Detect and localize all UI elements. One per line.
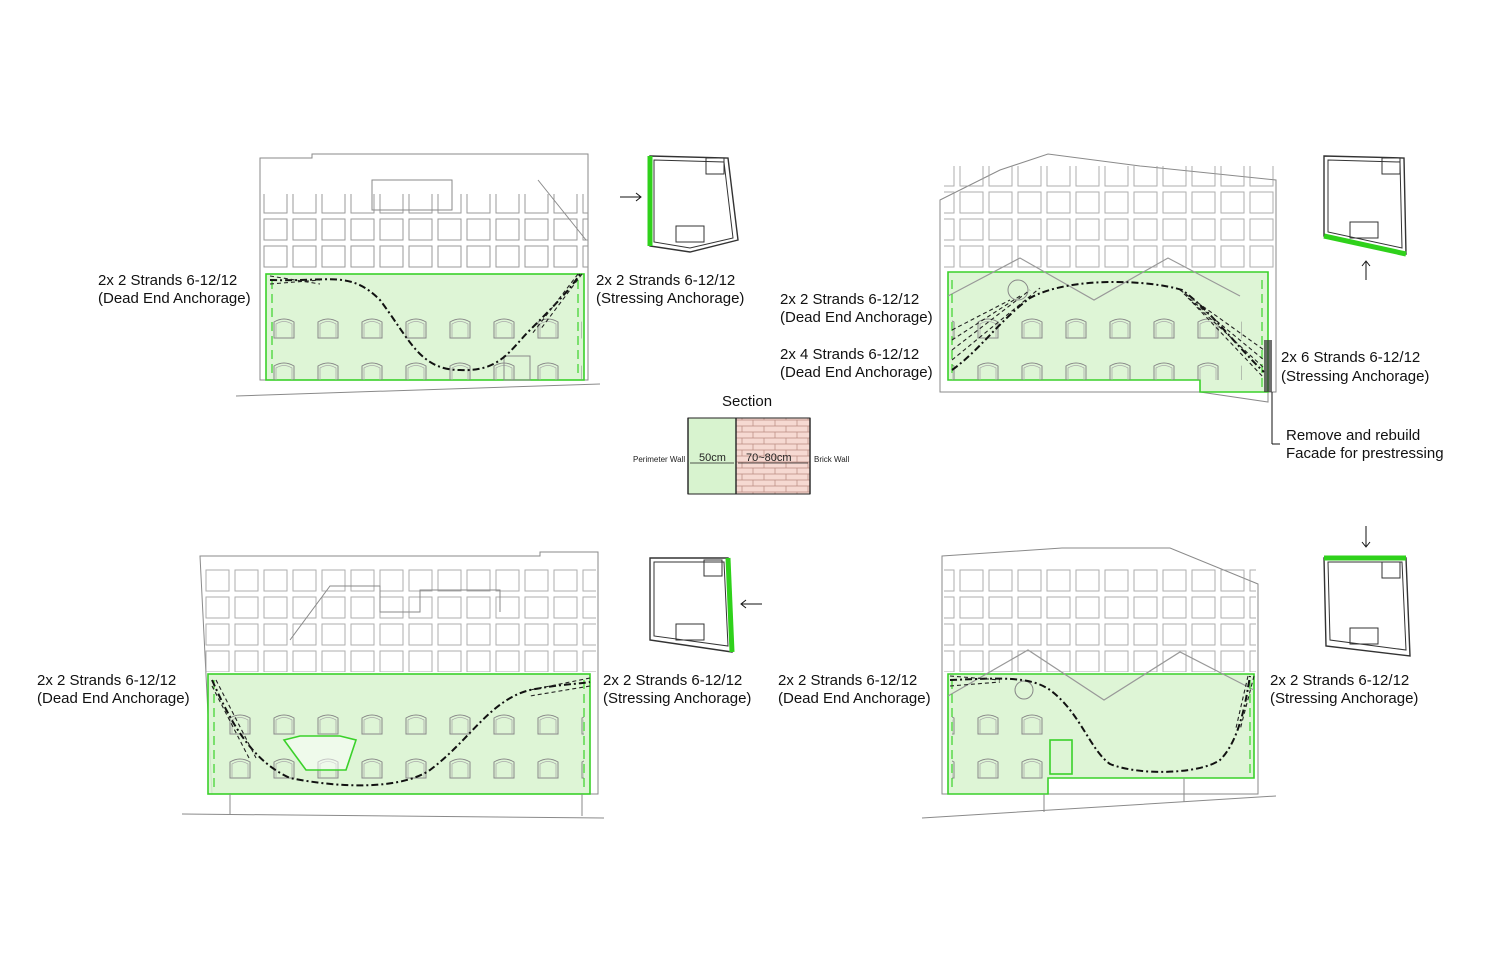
plan-4 [1323,526,1411,657]
brick-wall-label: Brick Wall [814,455,849,464]
right-label-line2: (Stressing Anchorage) [603,690,751,707]
arrow-icon [1361,260,1371,280]
right-label-line1: 2x 6 Strands 6-12/12 [1281,349,1420,366]
perimeter-wall-dim: 50cm [699,452,726,464]
section-title: Section [722,393,772,410]
right-label-line2: (Stressing Anchorage) [1281,368,1429,385]
right-label-line1: 2x 2 Strands 6-12/12 [603,672,742,689]
left-label-line1: 2x 2 Strands 6-12/12 [778,672,917,689]
perimeter-wall-block [687,417,737,495]
left-top-label-line1: 2x 2 Strands 6-12/12 [780,291,919,308]
note-line1: Remove and rebuild [1286,427,1420,444]
left-label-line2: (Dead End Anchorage) [778,690,931,707]
right-label-line2: (Stressing Anchorage) [1270,690,1418,707]
tendon-path [949,675,1251,773]
left-label-line2: (Dead End Anchorage) [37,690,190,707]
right-label-line1: 2x 2 Strands 6-12/12 [1270,672,1409,689]
left-bottom-label-line2: (Dead End Anchorage) [780,364,933,381]
left-label-line1: 2x 2 Strands 6-12/12 [98,272,237,289]
note-line2: Facade for prestressing [1286,445,1444,462]
elevation-1 [235,153,601,397]
left-label-line1: 2x 2 Strands 6-12/12 [37,672,176,689]
right-label-line1: 2x 2 Strands 6-12/12 [596,272,735,289]
left-top-label-line2: (Dead End Anchorage) [780,309,933,326]
plan-2 [1323,155,1407,280]
labels-1: 2x 2 Strands 6-12/12 (Dead End Anchorage… [98,272,744,307]
left-label-line2: (Dead End Anchorage) [98,290,251,307]
elevation-3 [181,551,605,819]
section-detail: Section Perimeter Wall 50cm 70~80cm Bric… [633,393,849,495]
left-bottom-label-line1: 2x 4 Strands 6-12/12 [780,346,919,363]
brick-wall-dim: 70~80cm [746,452,792,464]
arrow-icon [740,599,762,609]
arrow-icon [1361,526,1371,548]
plan-1 [620,155,739,253]
perimeter-wall-label: Perimeter Wall [633,455,685,464]
arrow-icon [620,192,642,202]
elevation-4 [921,547,1277,819]
tendon-path [211,679,591,787]
labels-2: 2x 2 Strands 6-12/12 (Dead End Anchorage… [780,291,1444,462]
elevation-2 [939,153,1280,445]
brick-wall-block [735,417,811,495]
labels-4: 2x 2 Strands 6-12/12 (Dead End Anchorage… [778,672,1418,707]
tendon-path [951,280,1265,373]
tendon-path [269,273,581,372]
labels-3: 2x 2 Strands 6-12/12 (Dead End Anchorage… [37,672,751,707]
right-label-line2: (Stressing Anchorage) [596,290,744,307]
plan-3 [649,557,762,653]
